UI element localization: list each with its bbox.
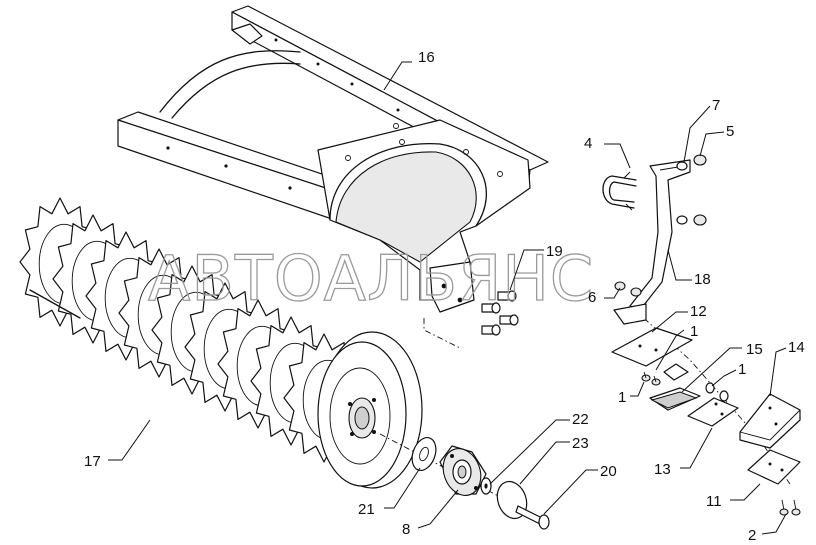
callout-17: 17 [84,453,101,470]
callout-23: 23 [572,435,589,452]
bolt-part-20 [515,505,550,530]
scraper-blade-part-15 [649,363,701,411]
watermark-text: АВТОАЛЬЯНС [148,242,594,315]
callout-13: 13 [654,461,671,478]
callout-12: 12 [690,303,707,320]
callout-5: 5 [726,123,734,140]
callout-1c: 1 [618,389,626,406]
callout-19: 19 [546,243,563,260]
callout-21: 21 [358,501,375,518]
callout-14: 14 [788,339,805,356]
callout-labels: 16 4 7 5 19 18 6 12 1 15 1 14 1 13 22 23… [84,49,805,544]
callout-11: 11 [706,493,722,510]
front-beam-holes [166,146,292,190]
roller-part-17 [19,197,423,489]
callout-20: 20 [600,463,617,480]
bolts-part-1-right [705,382,729,402]
callout-18: 18 [694,271,711,288]
plate-part-11 [747,449,801,485]
plate-part-13 [687,397,739,427]
callout-6: 6 [588,289,596,306]
washer-part-22 [480,477,492,495]
bolts-part-2 [779,499,801,516]
callout-2: 2 [748,527,756,544]
leader-lines [108,61,787,535]
plate-part-14 [739,393,801,449]
callout-1b: 1 [738,361,746,378]
frame-part-16 [117,5,549,313]
callout-8: 8 [402,521,410,538]
plate-part-12 [611,327,693,367]
bolts-part-19 [481,290,519,336]
bolts-part-1-left [641,371,661,386]
callout-16: 16 [418,49,435,66]
callout-22: 22 [572,411,589,428]
bearing-housing-part-8 [439,445,487,496]
u-bolt-part-4 [602,171,637,211]
callout-4: 4 [584,135,592,152]
nuts-part-6 [614,281,642,297]
nuts-part-5-7 [676,154,707,226]
callout-1a: 1 [690,323,698,340]
callout-7: 7 [712,97,720,114]
callout-15: 15 [746,341,763,358]
